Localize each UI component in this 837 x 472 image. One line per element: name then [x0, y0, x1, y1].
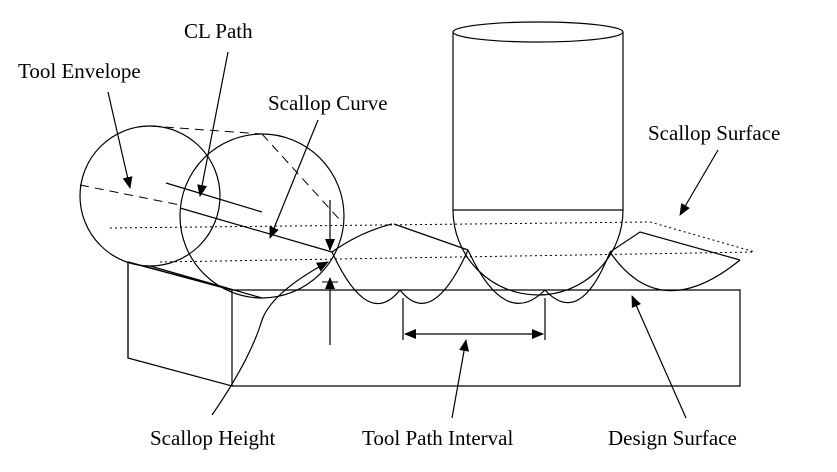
- scallop-surface-label: Scallop Surface: [648, 121, 780, 145]
- leader-tool-path-interval: [451, 339, 469, 419]
- leader-design-surface: [631, 295, 687, 419]
- tool-envelope-label: Tool Envelope: [18, 59, 141, 83]
- scallop-arcs: [127, 223, 741, 305]
- scallop-surface-dotted: [109, 221, 756, 263]
- cl-path-label: CL Path: [184, 19, 253, 43]
- leader-scallop-curve: [269, 119, 319, 239]
- scallop-curve-label: Scallop Curve: [268, 91, 388, 115]
- leader-cl-path: [197, 51, 229, 197]
- tool-path-interval-dimension: [402, 298, 546, 340]
- envelope-circle-front: [179, 133, 345, 299]
- scallop-height-label: Scallop Height: [150, 426, 276, 450]
- tool-path-interval-label: Tool Path Interval: [362, 426, 513, 450]
- block-top-edge: [232, 289, 741, 387]
- leader-scallop-height: [211, 261, 329, 416]
- block-front-face: [127, 261, 233, 387]
- leader-tool-envelope: [107, 91, 133, 189]
- design-surface-label: Design Surface: [608, 426, 737, 450]
- cl-path-line: [165, 182, 263, 213]
- leader-lines: [107, 51, 719, 419]
- workpiece-block: [127, 261, 741, 387]
- leader-scallop-surface: [679, 149, 719, 216]
- tool-envelope: [79, 125, 345, 299]
- ball-end-tool: [452, 21, 624, 296]
- envelope-circle-back: [79, 125, 221, 267]
- scallop-height-dimension: [322, 200, 338, 345]
- scallop-curve-lines: [179, 207, 741, 261]
